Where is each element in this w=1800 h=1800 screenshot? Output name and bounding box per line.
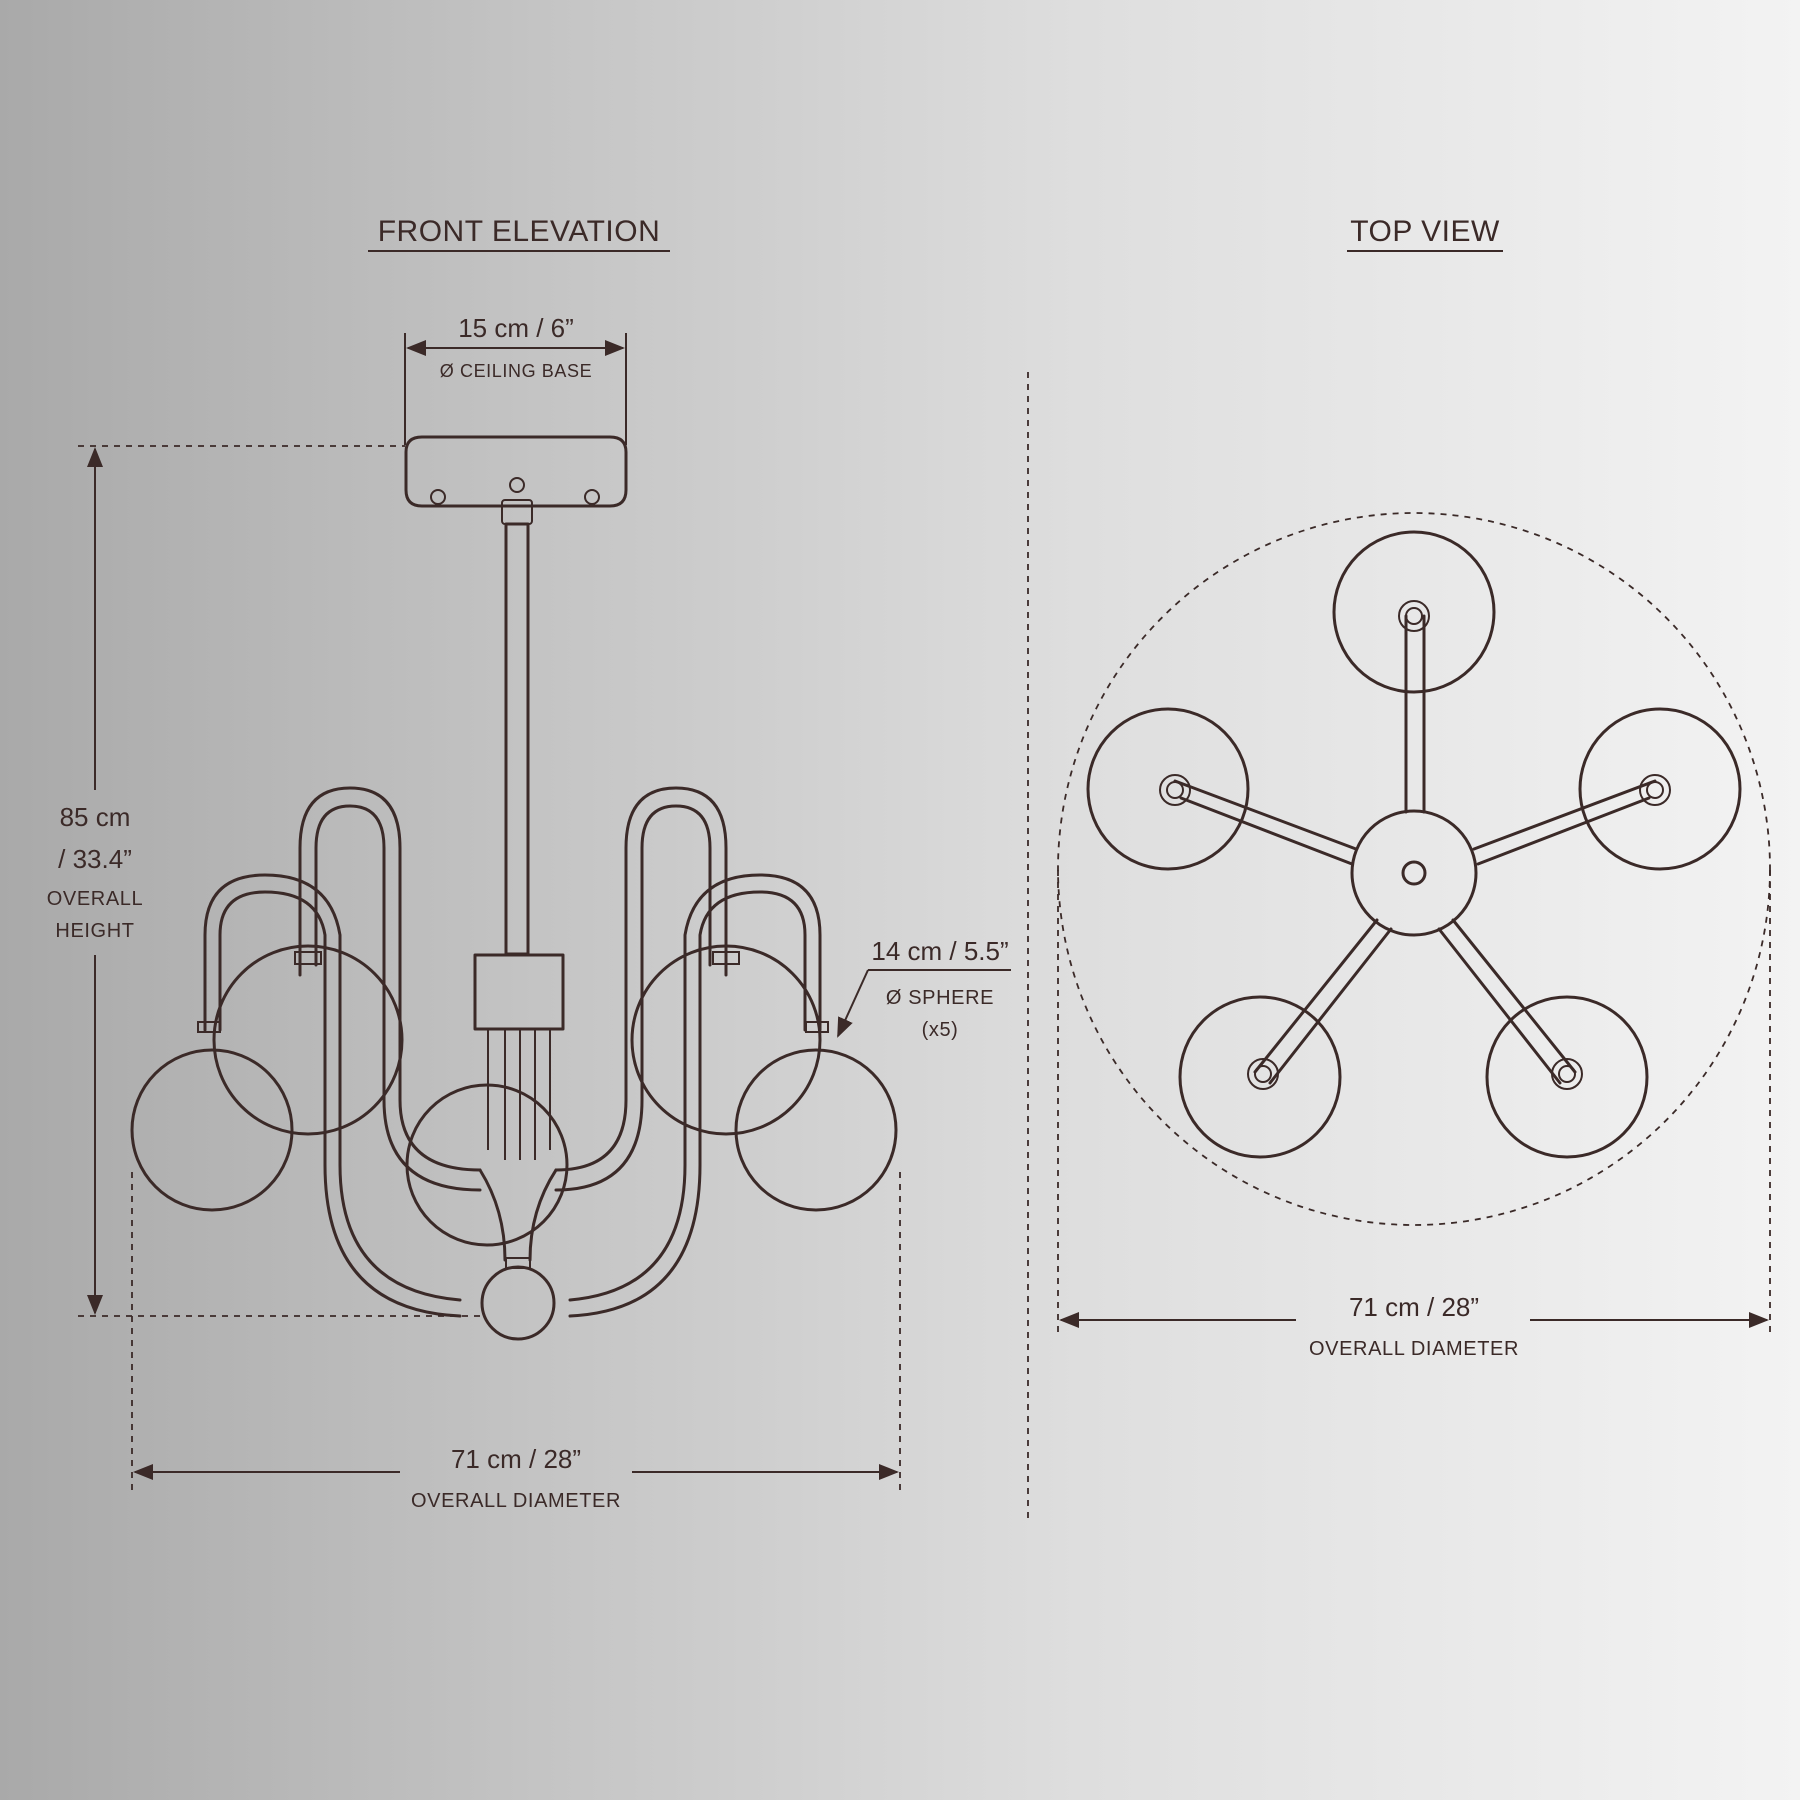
top-overall-diameter-dimension: 71 cm / 28” OVERALL DIAMETER xyxy=(1057,870,1771,1360)
top-arm-north xyxy=(1404,614,1426,814)
front-diameter-label: OVERALL DIAMETER xyxy=(411,1490,621,1512)
center-hub xyxy=(473,953,565,1031)
sphere-front-left xyxy=(212,944,404,1136)
sphere-back-center xyxy=(405,1083,569,1247)
top-sphere-north xyxy=(1332,530,1496,694)
center-arm-curves xyxy=(478,1168,558,1262)
overall-height-label-2: HEIGHT xyxy=(55,920,134,942)
hub-arm-bundle xyxy=(487,1029,551,1160)
overall-height-label-1: OVERALL xyxy=(47,888,143,910)
sphere-bottom xyxy=(480,1265,556,1341)
short-loop-arm-right xyxy=(568,873,822,1318)
top-sphere-west xyxy=(1086,707,1250,871)
ceiling-base-value: 15 cm / 6” xyxy=(458,313,574,343)
sphere-label-1: Ø SPHERE xyxy=(886,987,994,1009)
ceiling-base-dimension: 15 cm / 6” Ø CEILING BASE xyxy=(404,313,627,445)
sphere-value: 14 cm / 5.5” xyxy=(871,936,1008,966)
ceiling-base-label: Ø CEILING BASE xyxy=(440,361,592,381)
top-sphere-southwest xyxy=(1178,995,1342,1159)
socket-front-left xyxy=(294,951,322,965)
top-view-title-text: TOP VIEW xyxy=(1350,215,1500,248)
ceiling-canopy xyxy=(404,435,628,525)
sphere-dimension-callout: 14 cm / 5.5” Ø SPHERE (x5) xyxy=(837,936,1011,1041)
top-arm-east xyxy=(1472,779,1657,866)
tall-loop-arm-right xyxy=(554,786,728,1192)
top-socket-caps xyxy=(1159,600,1671,1090)
front-elevation-title-text: FRONT ELEVATION xyxy=(378,215,661,248)
sphere-callout-leader xyxy=(837,969,869,1038)
top-arm-west xyxy=(1173,779,1358,866)
top-view-hub xyxy=(1350,809,1478,937)
socket-back-right xyxy=(805,1021,829,1033)
top-diameter-value: 71 cm / 28” xyxy=(1349,1292,1479,1322)
front-elevation-title: FRONT ELEVATION xyxy=(368,215,670,252)
overall-height-value-2: / 33.4” xyxy=(58,844,132,874)
top-view-outer-diameter-circle xyxy=(1057,512,1771,1226)
tall-loop-arm-left xyxy=(298,786,482,1192)
sphere-back-left xyxy=(130,1048,294,1212)
sphere-back-right xyxy=(734,1048,898,1212)
top-arm-southwest xyxy=(1253,918,1393,1085)
top-arm-southeast xyxy=(1437,918,1577,1085)
top-diameter-label: OVERALL DIAMETER xyxy=(1309,1338,1519,1360)
short-loop-arm-left xyxy=(203,873,462,1318)
top-sphere-east xyxy=(1578,707,1742,871)
overall-height-dimension: 85 cm / 33.4” OVERALL HEIGHT xyxy=(47,445,480,1317)
sphere-front-right xyxy=(630,944,822,1136)
socket-bottom xyxy=(505,1257,531,1269)
overall-height-value-1: 85 cm xyxy=(60,802,131,832)
socket-front-right xyxy=(712,951,740,965)
front-overall-diameter-dimension: 71 cm / 28” OVERALL DIAMETER xyxy=(131,1172,901,1512)
top-sphere-southeast xyxy=(1485,995,1649,1159)
top-view-hub-center xyxy=(1401,860,1427,886)
down-rod xyxy=(504,522,530,956)
front-elevation-chandelier xyxy=(130,435,898,1341)
front-diameter-value: 71 cm / 28” xyxy=(451,1444,581,1474)
top-view-title: TOP VIEW xyxy=(1347,215,1503,252)
top-view-chandelier xyxy=(1057,512,1771,1226)
socket-back-left xyxy=(197,1021,221,1033)
sphere-label-2: (x5) xyxy=(922,1019,959,1041)
